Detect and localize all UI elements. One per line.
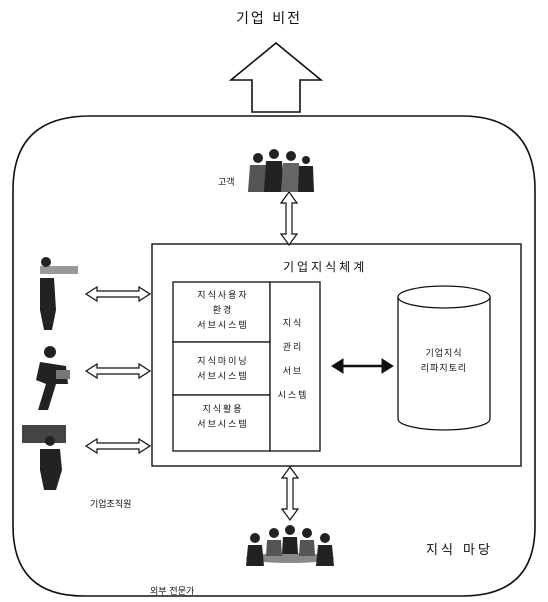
subsystem-mining-line: 지식마이닝 — [178, 355, 268, 370]
staff-arrow-2 — [86, 364, 150, 378]
vision-label: 기업 비전 — [236, 8, 302, 28]
subsystem-mining: 지식마이닝 서브시스템 — [178, 355, 268, 385]
experts-label: 외부 전문가 — [150, 584, 194, 597]
subsystem-use-line: 서브시스템 — [178, 418, 268, 433]
knowledge-yard-label: 지식 마당 — [426, 539, 493, 558]
management-line: 관리 — [270, 336, 316, 360]
subsystem-use: 지식활용 서브시스템 — [178, 403, 268, 433]
staff-figure-1 — [40, 257, 78, 330]
management-line: 시스템 — [270, 384, 316, 408]
repository-line: 기업지식 — [399, 347, 489, 362]
subsystem-user-line: 서브시스템 — [178, 319, 268, 334]
staff-figure-2 — [36, 346, 70, 410]
staff-arrow-3 — [86, 439, 150, 453]
experts-meeting-figure — [246, 525, 334, 566]
vision-up-arrow — [231, 43, 321, 112]
repository-label: 기업지식 리파지토리 — [399, 347, 489, 377]
subsystem-user: 지식사용자 환경 서브시스템 — [178, 289, 268, 334]
customer-label: 고객 — [218, 175, 235, 188]
management-line: 지식 — [270, 312, 316, 336]
subsystem-user-line: 환경 — [178, 304, 268, 319]
subsystem-user-line: 지식사용자 — [178, 289, 268, 304]
subsystem-use-line: 지식활용 — [178, 403, 268, 418]
system-experts-arrow — [282, 467, 298, 520]
staff-arrow-1 — [86, 287, 150, 301]
repository-line: 리파지토리 — [399, 362, 489, 377]
customer-system-arrow — [281, 192, 297, 245]
staff-label: 기업조직원 — [90, 497, 131, 510]
customer-group-figure — [248, 149, 314, 192]
management-line: 서브 — [270, 360, 316, 384]
subsystem-mining-line: 서브시스템 — [178, 370, 268, 385]
system-title: 기업지식체계 — [283, 258, 367, 275]
staff-figure-3 — [22, 425, 66, 490]
management-subsystem: 지식 관리 서브 시스템 — [270, 312, 316, 408]
